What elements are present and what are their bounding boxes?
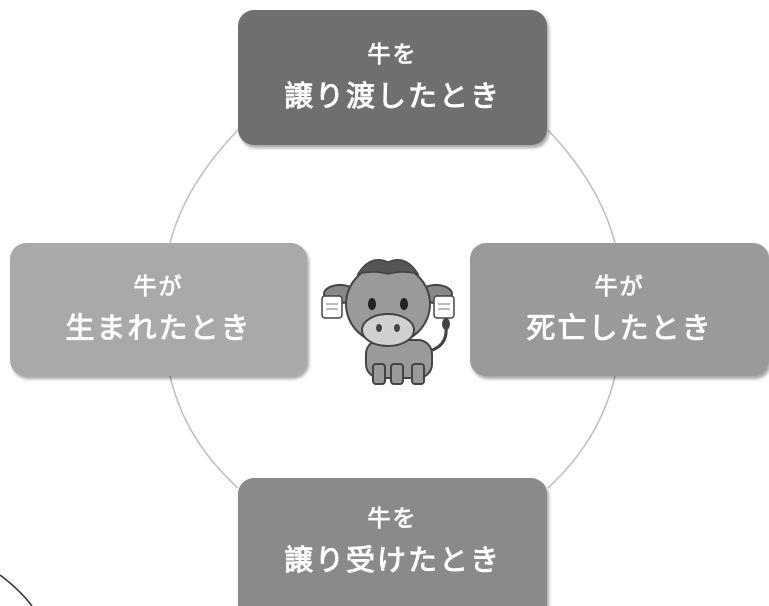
- box-born-line1: 牛が: [133, 273, 184, 300]
- box-transfer-out: 牛を 譲り渡したとき: [238, 10, 547, 145]
- arc-bottom-left: [169, 375, 239, 489]
- box-died: 牛が 死亡したとき: [470, 243, 769, 376]
- arc-top-left: [169, 129, 239, 244]
- box-transfer-out-line2: 譲り渡したとき: [283, 78, 501, 113]
- arc-top-right: [547, 129, 616, 244]
- box-died-line2: 死亡したとき: [526, 310, 713, 345]
- box-transfer-in-line2: 譲り受けたとき: [283, 543, 501, 577]
- arc-bottom-right: [547, 375, 616, 489]
- scan-edge-line: [0, 574, 33, 606]
- cow-mascot-icon: [321, 259, 455, 385]
- box-transfer-in-line1: 牛を: [367, 506, 418, 532]
- box-died-line1: 牛が: [594, 273, 645, 300]
- box-transfer-out-line1: 牛を: [367, 41, 418, 68]
- box-born: 牛が 生まれたとき: [10, 243, 307, 376]
- box-transfer-in: 牛を 譲り受けたとき: [238, 478, 547, 606]
- box-born-line2: 生まれたとき: [65, 310, 252, 345]
